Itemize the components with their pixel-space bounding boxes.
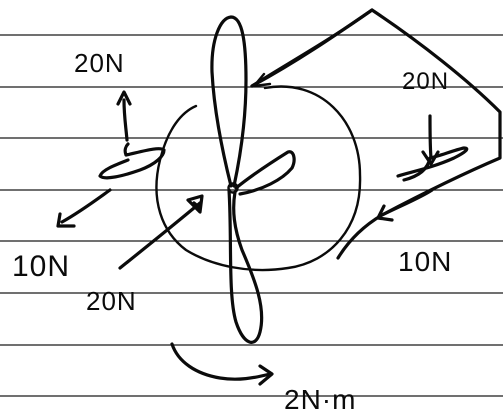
propeller-bottom-blade bbox=[227, 188, 264, 344]
label-force-up-left: 20N bbox=[74, 48, 125, 78]
propeller-right-blade bbox=[234, 150, 296, 196]
label-force-right-down: 10N bbox=[398, 246, 453, 277]
arrow-left-down-shaft bbox=[60, 188, 112, 224]
rotor-disk-circle bbox=[155, 85, 362, 272]
right-load-flag bbox=[396, 146, 469, 182]
notebook-rules bbox=[0, 34, 503, 397]
arrow-right-down-head bbox=[376, 204, 394, 222]
arrow-up-left-shaft bbox=[122, 98, 129, 142]
arrow-left-down-head bbox=[56, 212, 76, 228]
arrow-right-down-shaft bbox=[378, 188, 434, 218]
label-moment: 2N·m bbox=[284, 384, 357, 415]
arrow-down-right-shaft bbox=[428, 114, 433, 160]
frame-top-diagonal bbox=[250, 8, 374, 88]
propeller-top-blade bbox=[210, 15, 248, 188]
frame-top-right bbox=[250, 8, 502, 260]
arrow-down-right-head bbox=[421, 150, 440, 166]
label-force-down-right: 20N bbox=[402, 68, 450, 95]
arrow-center-shaft bbox=[118, 201, 202, 270]
frame-top-arrowhead bbox=[252, 72, 272, 88]
propeller-hub bbox=[227, 182, 239, 194]
left-load-flag bbox=[98, 142, 166, 180]
arrow-up-left-head bbox=[116, 90, 132, 106]
moment-arrow-head bbox=[258, 364, 274, 386]
label-force-center: 20N bbox=[86, 286, 137, 316]
arrow-center-head bbox=[186, 194, 204, 214]
label-force-left-down: 10N bbox=[12, 250, 71, 283]
moment-arrow-curve bbox=[170, 342, 272, 381]
